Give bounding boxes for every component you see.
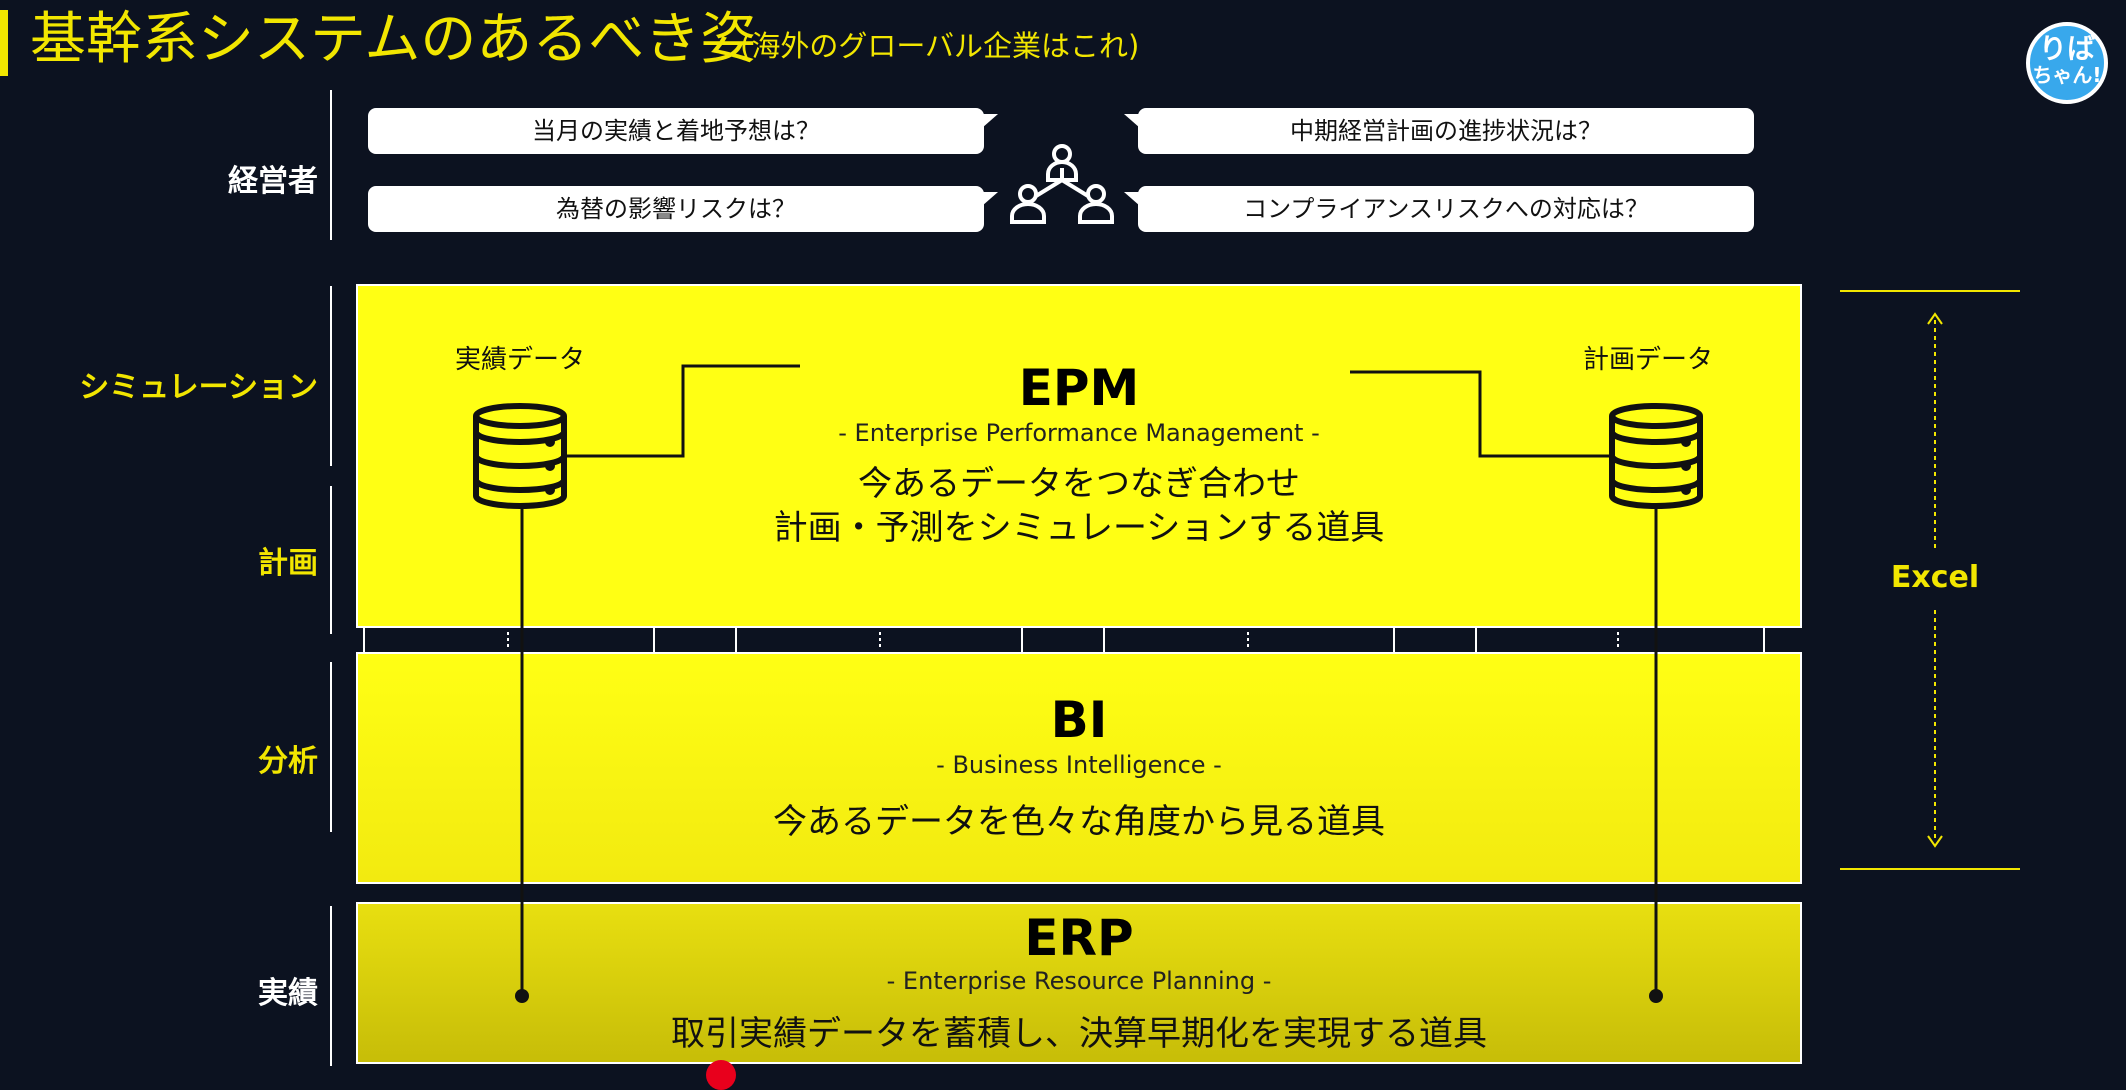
question-bubble-fx: 為替の影響リスクは？ [368,186,984,232]
channel-logo: りば ちゃん! [2026,22,2108,104]
separator-planning [330,486,332,634]
erp-subtitle: - Enterprise Resource Planning - [886,967,1272,995]
bubble-tail [1124,192,1140,206]
erp-description: 取引実績データを蓄積し、決算早期化を実現する道具 [671,1014,1487,1054]
epm-subtitle: - Enterprise Performance Management - [838,419,1320,447]
bi-description: 今あるデータを色々な角度から見る道具 [773,802,1385,842]
question-bubble-monthly: 当月の実績と着地予想は？ [368,108,984,154]
question-bubble-midterm: 中期経営計画の進捗状況は？ [1138,108,1754,154]
logo-text-line1: りば [2038,32,2095,65]
row-label-analysis: 分析 [258,744,318,779]
excel-range-bottom-line [1840,868,2020,870]
plan-data-label: 計画データ [1582,345,1713,375]
page-title: 基幹系システムのあるべき姿 [30,7,757,72]
bi-subtitle: - Business Intelligence - [936,751,1222,779]
row-label-executive: 経営者 [228,164,318,199]
row-label-actual: 実績 [258,976,318,1011]
bubble-tail [982,114,998,128]
row-label-planning: 計画 [258,546,318,581]
bi-layer [356,652,1802,884]
title-accent-bar [0,10,8,76]
excel-range-top-line [1840,290,2020,292]
plan-database-icon [1609,403,1703,509]
logo-text-line2: ちゃん! [2032,63,2102,87]
erp-title: ERP [1024,909,1134,967]
epm-description-line1: 今あるデータをつなぎ合わせ [858,464,1300,504]
separator-simulation [330,286,332,466]
erp-layer [356,902,1802,1064]
row-label-simulation: シミュレーション [79,370,318,405]
bi-title: BI [1050,691,1108,749]
separator-actual [330,906,332,1066]
video-playhead-marker[interactable] [706,1060,736,1090]
excel-range-arrow-icon [1927,312,1943,848]
separator-analysis [330,662,332,832]
question-bubble-compliance: コンプライアンスリスクへの対応は？ [1138,186,1754,232]
excel-label: Excel [1890,560,1980,595]
executives-group-icon [1010,144,1114,224]
epm-description-line2: 計画・予測をシミュレーションする道具 [773,508,1385,548]
epm-title: EPM [1018,359,1140,417]
actual-database-icon [473,403,567,509]
bubble-tail [982,192,998,206]
bubble-tail [1124,114,1140,128]
separator-executive [330,90,332,240]
page-subtitle: (海外のグローバル企業はこれ) [740,29,1140,63]
actual-data-label: 実績データ [454,345,585,375]
